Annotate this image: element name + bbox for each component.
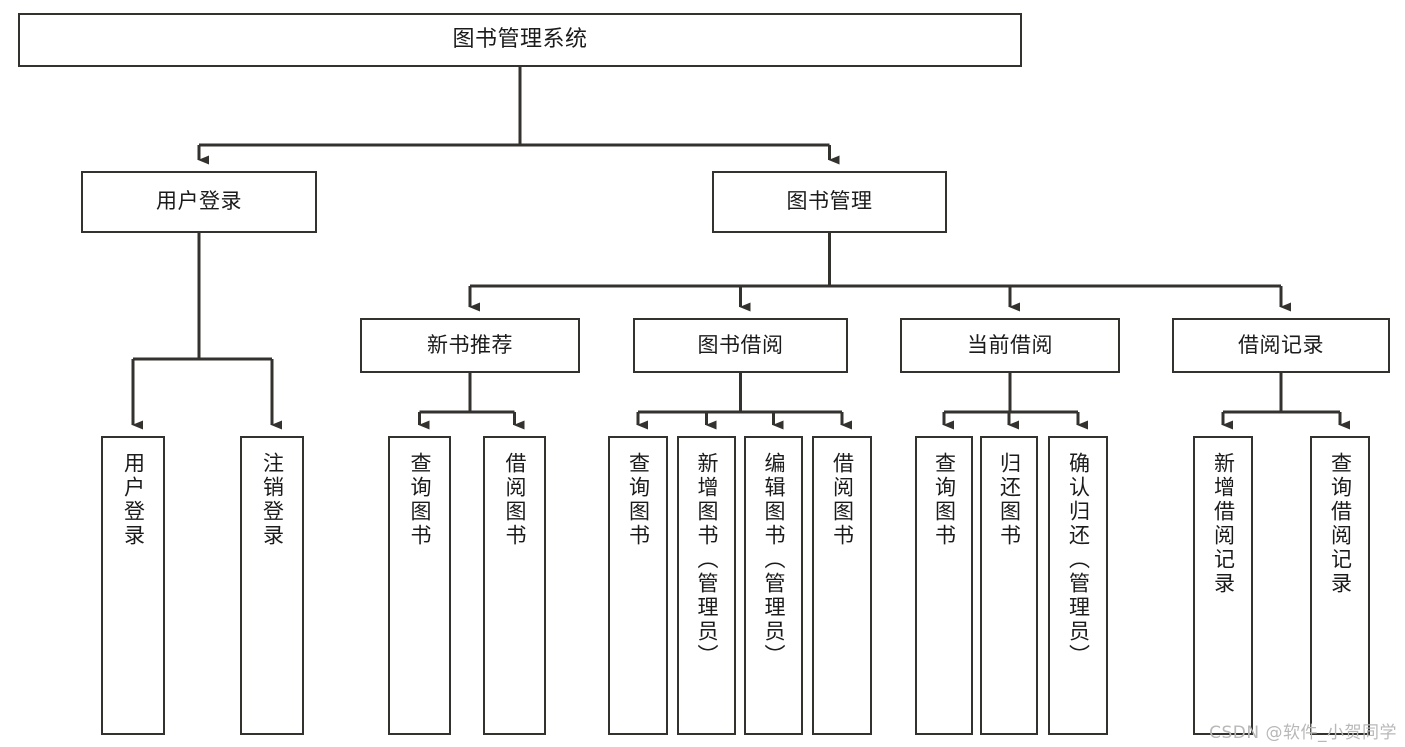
node-leaf-borrow-book-2[interactable]: 借阅图书 [812,436,872,735]
node-label: 图书管理系统 [452,26,588,52]
node-leaf-add-book[interactable]: 新增图书（管理员） [677,436,736,735]
node-label: 借阅图书 [830,452,855,548]
node-leaf-query-book-1[interactable]: 查询图书 [388,436,451,735]
node-leaf-borrow-book-1[interactable]: 借阅图书 [483,436,546,735]
node-leaf-logout[interactable]: 注销登录 [240,436,304,735]
node-leaf-confirm-ret[interactable]: 确认归还（管理员） [1048,436,1108,735]
node-root[interactable]: 图书管理系统 [18,13,1022,67]
node-label: 新增图书（管理员） [695,452,720,668]
node-label: 当前借阅 [967,332,1053,357]
node-label: 新书推荐 [427,332,513,357]
node-leaf-return-book[interactable]: 归还图书 [980,436,1038,735]
node-label: 编辑图书（管理员） [762,452,787,668]
node-label: 新增借阅记录 [1211,452,1236,596]
node-borrow-record[interactable]: 借阅记录 [1172,318,1390,373]
node-label: 用户登录 [121,452,146,548]
node-label: 用户登录 [156,189,242,214]
node-label: 查询图书 [408,452,433,548]
node-label: 查询图书 [932,452,957,548]
node-label: 图书借阅 [697,332,784,357]
node-leaf-user-login[interactable]: 用户登录 [101,436,165,735]
watermark-text: CSDN @软件_小贺同学 [1209,723,1397,743]
node-leaf-query-book-2[interactable]: 查询图书 [608,436,668,735]
node-book-borrow[interactable]: 图书借阅 [633,318,848,373]
node-label: 确认归还（管理员） [1066,452,1091,668]
node-new-book-rec[interactable]: 新书推荐 [360,318,580,373]
node-label: 借阅记录 [1238,332,1324,357]
node-current-borrow[interactable]: 当前借阅 [900,318,1120,373]
node-leaf-query-record[interactable]: 查询借阅记录 [1310,436,1370,735]
node-label: 查询图书 [626,452,651,548]
node-label: 归还图书 [997,452,1022,548]
node-label: 注销登录 [260,452,285,548]
node-label: 查询借阅记录 [1328,452,1353,596]
node-label: 图书管理 [786,189,873,214]
node-user-login[interactable]: 用户登录 [81,171,317,233]
node-leaf-edit-book[interactable]: 编辑图书（管理员） [744,436,803,735]
node-leaf-query-book-3[interactable]: 查询图书 [915,436,973,735]
node-book-manage[interactable]: 图书管理 [712,171,947,233]
node-leaf-add-record[interactable]: 新增借阅记录 [1193,436,1253,735]
node-label: 借阅图书 [503,452,528,548]
